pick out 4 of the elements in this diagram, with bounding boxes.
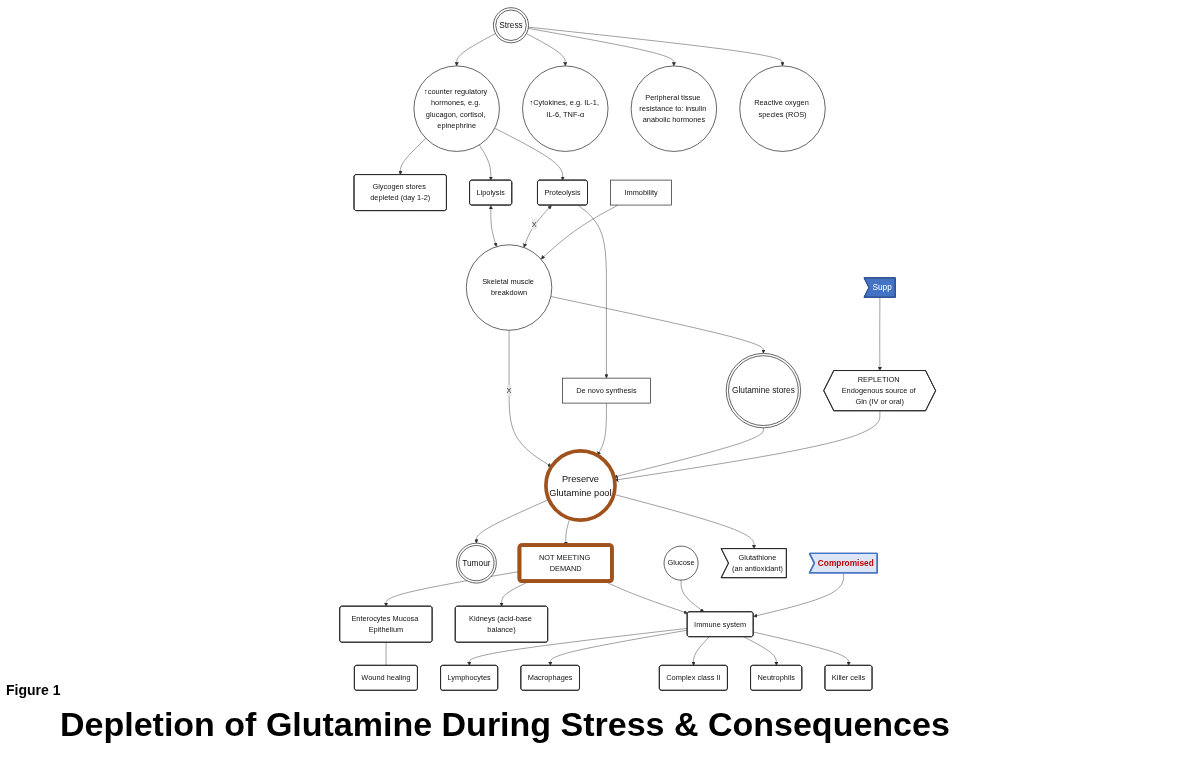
diagram-title: Depletion of Glutamine During Stress & Consequences [60,705,950,744]
figure-label: Figure 1 [6,682,61,698]
node-circle: Preserve Glutamine pool [544,449,618,522]
connector [386,642,387,666]
